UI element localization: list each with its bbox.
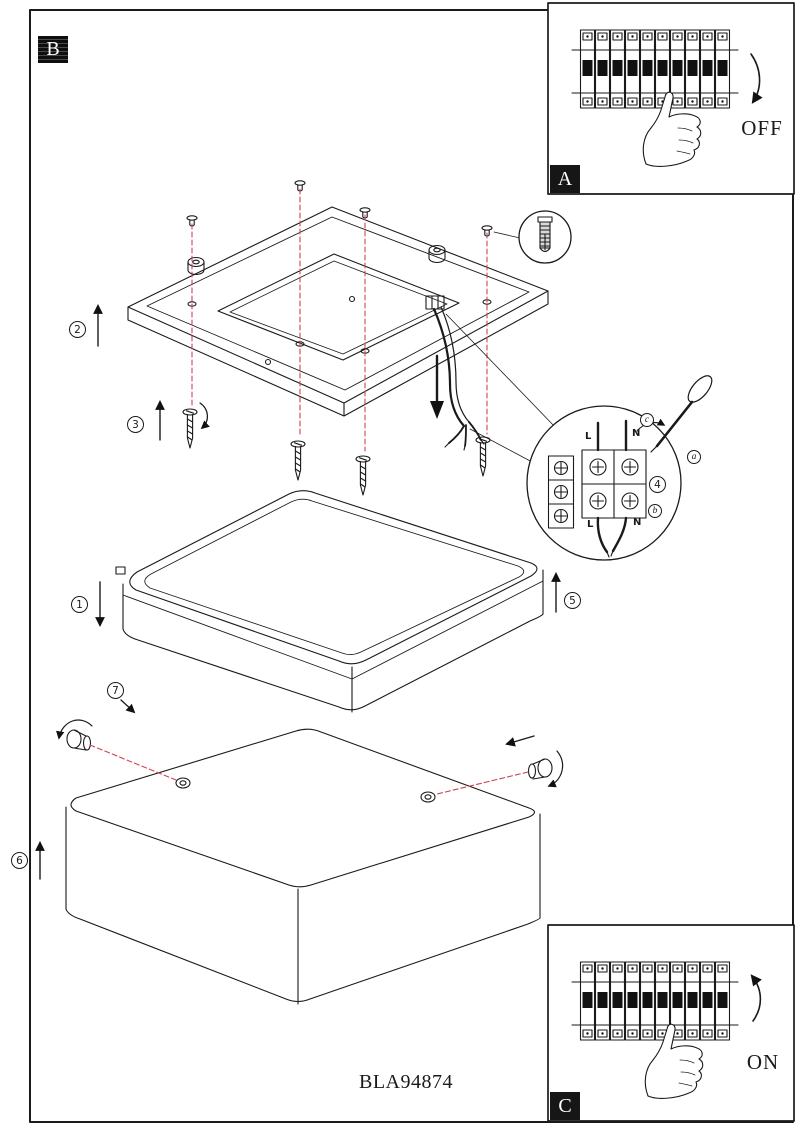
section-label-b: B	[38, 36, 68, 63]
inset-c-label: C	[550, 1092, 580, 1120]
wall-plug-detail-drawing	[493, 210, 572, 264]
ceiling-plate-assembly-drawing	[93, 180, 558, 496]
model-number: BLA94874	[359, 1071, 453, 1093]
inset-c-drawing	[547, 924, 795, 1122]
step-3-badge: 3	[127, 416, 144, 433]
neutral-label-bottom: N	[633, 517, 642, 528]
neutral-label-top: N	[632, 428, 641, 439]
wiring-detail-drawing	[526, 375, 713, 561]
note-b-badge: b	[648, 504, 662, 518]
on-caption: ON	[746, 1050, 780, 1074]
live-label-top: L	[585, 431, 592, 442]
note-c-badge: c	[640, 413, 654, 427]
step-2-badge: 2	[69, 321, 86, 338]
step-4-badge: 4	[649, 476, 666, 493]
live-label-bottom: L	[587, 519, 594, 530]
step-6-badge: 6	[11, 852, 28, 869]
step-1-badge: 1	[71, 596, 88, 613]
step-7-badge: 7	[107, 682, 124, 699]
lamp-shade-drawing	[95, 490, 561, 713]
inset-a-label: A	[550, 165, 580, 193]
off-caption: OFF	[741, 116, 783, 140]
inset-a-drawing	[547, 2, 795, 195]
note-a-badge: a	[687, 450, 701, 464]
page-border	[29, 9, 794, 1123]
mounted-lamp-drawing	[35, 699, 564, 1005]
step-5-badge: 5	[564, 592, 581, 609]
